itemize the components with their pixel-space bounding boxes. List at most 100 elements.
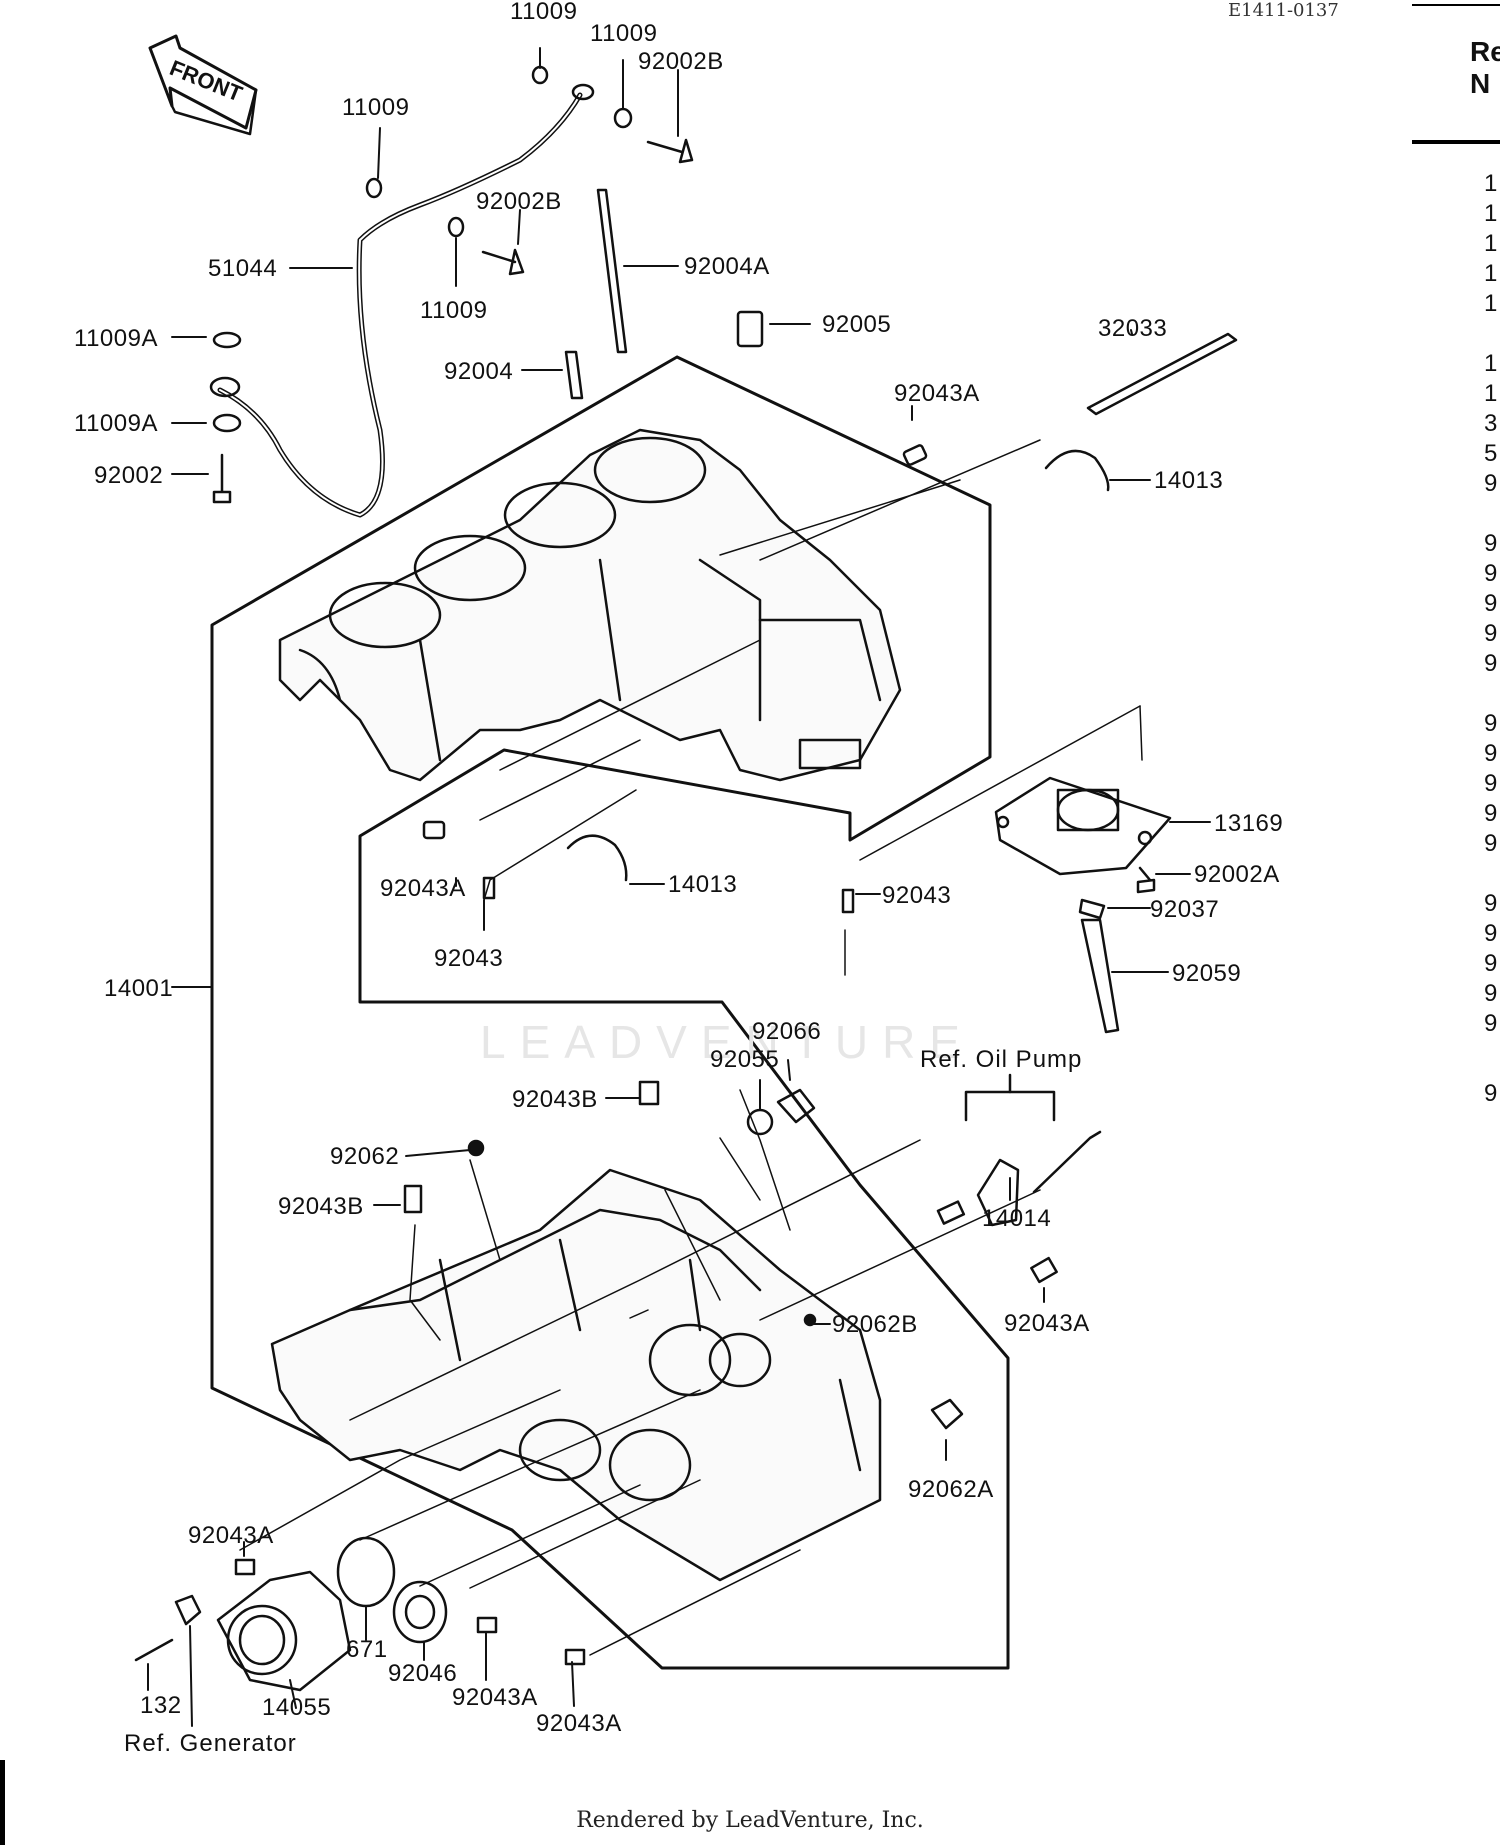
panel-rule: [1412, 140, 1500, 144]
bracket-icon: [174, 1594, 202, 1626]
parts-panel-row: 3: [1484, 410, 1498, 437]
part-label: 51044: [208, 255, 278, 282]
part-label: 92004: [444, 358, 514, 385]
drain-plug-icon: [776, 1088, 816, 1124]
part-label: 14055: [262, 1694, 332, 1721]
part-label: 92062B: [832, 1311, 918, 1338]
part-label: 92043A: [894, 380, 980, 407]
dowel-icon: [638, 1080, 660, 1106]
pipe-icon: [1080, 918, 1120, 1034]
washer-icon: [531, 65, 549, 85]
parts-panel-row: 9: [1484, 650, 1498, 677]
lower-crankcase: [270, 1168, 882, 1582]
bearing-shell-icon: [1044, 449, 1110, 492]
bolt-icon: [212, 453, 232, 504]
part-label: 92043B: [278, 1193, 364, 1220]
dowel-icon: [736, 310, 764, 348]
parts-panel-row: 1: [1484, 260, 1498, 287]
parts-panel-row: 9: [1484, 830, 1498, 857]
part-label: 14013: [1154, 467, 1224, 494]
washer-icon: [613, 107, 633, 129]
oil-hose: [209, 83, 595, 518]
parts-panel-row: 9: [1484, 1010, 1498, 1037]
parts-panel-row: 9: [1484, 560, 1498, 587]
part-label: 11009A: [74, 410, 158, 437]
parts-panel-row: 1: [1484, 170, 1498, 197]
parts-panel-row: 1: [1484, 200, 1498, 227]
part-label: 92043: [434, 945, 504, 972]
panel-top-rule: [1412, 4, 1500, 6]
parts-panel-row: 9: [1484, 980, 1498, 1007]
part-label: 671: [346, 1636, 388, 1663]
parts-panel-row: 9: [1484, 530, 1498, 557]
bearing-icon: [404, 1594, 436, 1630]
diagram-code: E1411-0137: [1228, 0, 1339, 21]
washer-icon: [212, 331, 242, 349]
washer-icon: [212, 413, 242, 433]
bolt-icon: [134, 1638, 174, 1662]
pump-bracket-icon: [976, 1158, 1020, 1227]
dowel-icon: [936, 1200, 966, 1225]
part-label: 92002B: [476, 188, 562, 215]
plug-icon: [930, 1398, 964, 1430]
part-label: 92002B: [638, 48, 724, 75]
parts-panel-row: 1: [1484, 350, 1498, 377]
stud-icon: [564, 350, 584, 400]
upper-case-boundary: [210, 355, 1010, 1670]
part-label: 14001: [104, 975, 174, 1002]
parts-panel-row: 9: [1484, 920, 1498, 947]
ref-oil-pump-label: Ref. Oil Pump: [920, 1046, 1083, 1073]
bolt-icon: [1136, 866, 1156, 894]
generator-cover: [216, 1570, 352, 1692]
part-label: 92043: [882, 882, 952, 909]
part-label: 11009: [342, 94, 410, 121]
part-label: 92062: [330, 1143, 400, 1170]
footer-credit: Rendered by LeadVenture, Inc.: [576, 1808, 924, 1833]
part-label: 92005: [822, 311, 892, 338]
parts-panel-row: 9: [1484, 890, 1498, 917]
bolt-icon: [646, 138, 694, 164]
bearing-icon: [392, 1580, 448, 1644]
parts-panel-row: 9: [1484, 470, 1498, 497]
bolt-icon: [1032, 1130, 1102, 1194]
parts-panel-row: 9: [1484, 800, 1498, 827]
dowel-icon: [403, 1184, 423, 1214]
part-label: 92062A: [908, 1476, 994, 1503]
parts-panel-row: 9: [1484, 590, 1498, 617]
dowel-icon: [902, 444, 928, 466]
ball-icon: [467, 1139, 485, 1157]
part-label: 92043A: [452, 1684, 538, 1711]
ball-icon: [803, 1313, 817, 1327]
part-label: 11009: [590, 20, 658, 47]
part-label: 92004A: [684, 253, 770, 280]
part-label: 92055: [710, 1046, 780, 1073]
parts-panel-row: 1: [1484, 380, 1498, 407]
part-label: 14014: [982, 1205, 1052, 1232]
dowel-icon: [1030, 1256, 1058, 1284]
parts-panel-row: 9: [1484, 740, 1498, 767]
o-ring-icon: [336, 1536, 396, 1608]
part-label: 92043A: [1004, 1310, 1090, 1337]
part-label: 13169: [1214, 810, 1284, 837]
long-bolt-icon: [1086, 332, 1238, 416]
dowel-icon: [564, 1648, 586, 1666]
stud-icon: [596, 188, 628, 354]
dowel-icon: [234, 1558, 256, 1576]
ref-generator-label: Ref. Generator: [124, 1730, 297, 1757]
parts-panel-row: 9: [1484, 710, 1498, 737]
parts-panel-row: 9: [1484, 620, 1498, 647]
washer-icon: [447, 216, 465, 238]
spring-icon: [1078, 898, 1106, 920]
dowel-icon: [476, 1616, 498, 1634]
upper-crankcase: [278, 428, 902, 782]
part-label: 14013: [668, 871, 738, 898]
part-label: 92002A: [1194, 861, 1280, 888]
parts-panel-row: 1: [1484, 230, 1498, 257]
o-ring-icon: [746, 1108, 774, 1136]
parts-panel-row: 9: [1484, 770, 1498, 797]
part-label: 92043A: [380, 875, 466, 902]
part-label: 92043A: [188, 1522, 274, 1549]
part-label: 92059: [1172, 960, 1242, 987]
front-arrow-icon: FRONT: [148, 34, 258, 136]
dowel-icon: [482, 876, 496, 900]
